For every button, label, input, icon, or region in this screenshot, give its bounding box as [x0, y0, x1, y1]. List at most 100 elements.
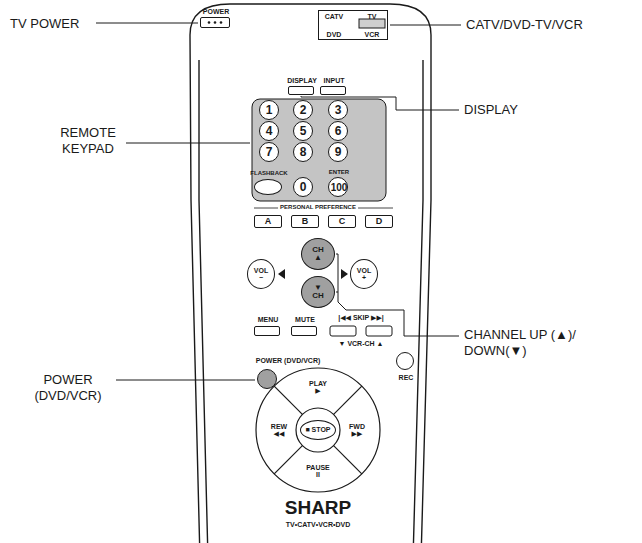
enter-key: ENTER100	[328, 177, 348, 197]
body-outline	[190, 4, 431, 543]
arrow-symbol	[278, 269, 285, 279]
button-label: TV	[368, 13, 377, 20]
button-label: REC	[399, 374, 414, 381]
preference-button: A	[254, 215, 282, 228]
button-label: 3	[335, 104, 342, 117]
button-label: 1	[266, 104, 273, 117]
volume-button: VOL+	[350, 259, 378, 289]
power-dots	[208, 21, 223, 24]
button-label: POWER (DVD/VCR)	[256, 357, 321, 364]
flashback-button: FLASHBACK	[254, 179, 282, 195]
preference-button: C	[328, 215, 356, 228]
button-label: 2	[300, 104, 307, 117]
button-label: −	[259, 274, 263, 281]
mute-button: MUTE	[291, 326, 317, 336]
button-label: DISPLAY	[287, 77, 317, 84]
button-label: B	[302, 217, 309, 226]
record-button: REC	[396, 352, 414, 370]
button-label: 4	[266, 125, 273, 138]
button-label: ▶	[315, 387, 320, 394]
number-key: 6	[328, 121, 348, 141]
keypad-panel	[252, 99, 386, 201]
button-label: PAUSE	[306, 464, 330, 471]
button-label: II	[316, 471, 320, 478]
leader-line	[96, 23, 461, 380]
button-label: ENTER	[329, 169, 349, 175]
button-label: 9	[335, 146, 342, 159]
button-label: CH	[312, 292, 324, 300]
button-label: MUTE	[295, 316, 315, 323]
button-label: ■ STOP	[305, 426, 330, 433]
button-label: C	[339, 217, 346, 226]
pause-key: PAUSEII	[298, 458, 338, 484]
channel-up-button: CH▲	[301, 238, 335, 270]
button-label: REW	[271, 423, 287, 430]
callout-label: TV POWER	[10, 16, 79, 32]
button-label: MENU	[258, 316, 279, 323]
callout-label: CATV/DVD-TV/VCR	[466, 17, 583, 33]
display-button: DISPLAY	[288, 86, 314, 95]
button-label: CH	[312, 246, 324, 254]
rewind-key: REW◀◀	[264, 418, 294, 442]
number-key: 1	[259, 100, 279, 120]
play-key: PLAY▶	[298, 374, 338, 400]
button-label: 6	[335, 125, 342, 138]
button-label: VOL	[254, 267, 268, 274]
stop-key: ■ STOP	[300, 420, 336, 440]
button-label: 7	[266, 146, 273, 159]
button-label: VOL	[357, 267, 371, 274]
callout-label: DISPLAY	[464, 102, 518, 118]
button-label: SHARP	[285, 498, 352, 518]
button-label: TV•CATV•VCR•DVD	[286, 521, 350, 528]
button-label: POWER	[203, 8, 229, 15]
callout-label: CHANNEL UP (▲)/ DOWN(▼)	[464, 327, 614, 358]
button-label: 0	[300, 181, 307, 194]
skip-button	[366, 326, 392, 336]
button-label: ▶▶	[352, 430, 363, 437]
button-label: CATV	[325, 13, 344, 20]
number-key: 0	[293, 177, 313, 197]
transport-ring	[256, 368, 380, 492]
button-label: ◀◀	[274, 430, 285, 437]
body-outline	[199, 60, 208, 543]
menu-button: MENU	[254, 326, 280, 336]
button-label: +	[362, 274, 366, 281]
power-button: POWER	[200, 17, 230, 28]
button-label: FLASHBACK	[250, 170, 287, 176]
mode-slider	[359, 19, 385, 28]
key-label: ▼ VCR-CH ▲	[337, 340, 386, 348]
input-button: INPUT	[320, 86, 346, 95]
preference-button: D	[365, 215, 393, 228]
number-key: 5	[293, 121, 313, 141]
button-label: 8	[300, 146, 307, 159]
arrow-symbol	[341, 269, 348, 279]
button-label: ▲	[314, 254, 322, 262]
button-label: VCR	[365, 31, 380, 38]
number-key: 9	[328, 142, 348, 162]
volume-button: VOL−	[247, 259, 275, 289]
key-label: PERSONAL PREFERENCE	[278, 204, 358, 211]
button-label: A	[265, 217, 272, 226]
callout-label: REMOTE KEYPAD	[50, 125, 126, 156]
number-key: 3	[328, 100, 348, 120]
body-outline	[413, 60, 423, 543]
button-label: ▼	[314, 284, 322, 292]
button-label: INPUT	[324, 77, 345, 84]
skip-button	[330, 326, 356, 336]
remote-body: SHARPTV•CATV•VCR•DVDPOWERCATVTVDVDVCRDIS…	[188, 2, 434, 543]
button-label: 100	[331, 183, 348, 194]
callout-label: POWER (DVD/VCR)	[22, 372, 114, 403]
key-label: |◀◀ SKIP ▶▶|	[336, 314, 386, 322]
mode-switch: CATVTVDVDVCR	[318, 10, 388, 40]
power-dvd-vcr-button: POWER (DVD/VCR)	[257, 369, 277, 389]
number-key: 2	[293, 100, 313, 120]
button-label: D	[376, 217, 383, 226]
preference-button: B	[291, 215, 319, 228]
channel-down-button: ▼CH	[301, 276, 335, 308]
number-key: 8	[293, 142, 313, 162]
button-label: FWD	[349, 423, 365, 430]
forward-key: FWD▶▶	[342, 418, 372, 442]
number-key: 4	[259, 121, 279, 141]
